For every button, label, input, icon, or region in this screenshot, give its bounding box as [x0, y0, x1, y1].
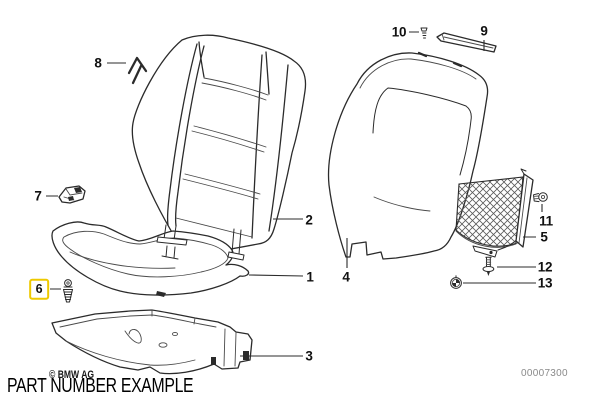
- hook-drawing: [127, 56, 148, 85]
- backrest-straps-drawing: [156, 224, 245, 261]
- part-callout-1[interactable]: 1: [306, 269, 314, 285]
- part-callout-5[interactable]: 5: [540, 229, 548, 245]
- screw-11-drawing: [533, 192, 548, 203]
- backrest-cover-drawing: [131, 34, 307, 254]
- drawing-number: 00007300: [521, 368, 568, 379]
- part-callout-8[interactable]: 8: [94, 55, 102, 71]
- page-caption: PART NUMBER EXAMPLE: [7, 375, 194, 397]
- emblem-roundel-drawing: [450, 275, 462, 289]
- bmw-copyright-text: © BMW AG: [49, 369, 95, 381]
- clip-drawing: [58, 185, 86, 204]
- backrest-panel-drawing: [327, 51, 489, 260]
- pin-drawing: [420, 27, 428, 39]
- seat-cushion-drawing: [51, 221, 250, 297]
- screw-12-drawing: [482, 256, 495, 276]
- part-callout-10[interactable]: 10: [391, 24, 407, 40]
- part-callout-9[interactable]: 9: [480, 23, 488, 39]
- trim-strip-drawing: [436, 32, 497, 53]
- part-callout-11[interactable]: 11: [539, 213, 553, 229]
- part-callout-6-selected[interactable]: 6: [29, 278, 49, 300]
- net-pocket-drawing: [455, 168, 534, 258]
- part-callout-2[interactable]: 2: [305, 212, 313, 228]
- seat-pan-drawing: [51, 309, 253, 375]
- part-callout-7[interactable]: 7: [34, 188, 42, 204]
- callout-leader-lines: [46, 31, 543, 357]
- part-callout-13[interactable]: 13: [537, 275, 553, 291]
- part-callout-12[interactable]: 12: [537, 259, 553, 275]
- expansion-rivet-drawing: [63, 279, 73, 303]
- part-callout-3[interactable]: 3: [305, 348, 313, 364]
- part-callout-4[interactable]: 4: [342, 269, 350, 285]
